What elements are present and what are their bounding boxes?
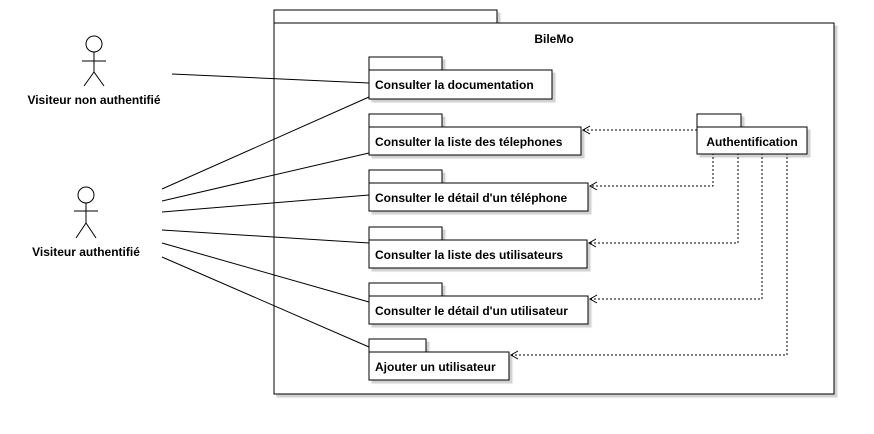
arrowhead <box>588 181 598 191</box>
auth-dependencies <box>511 129 788 356</box>
association-line <box>161 256 370 348</box>
package-ajouter-utilisateur: Ajouter un utilisateur <box>368 338 510 381</box>
package-label: Consulter la liste des télephones <box>375 135 563 149</box>
actor-authenticated <box>74 186 98 239</box>
system-title: BileMo <box>534 32 573 46</box>
association-line <box>171 73 370 84</box>
actor-label: Visiteur authentifié <box>32 245 140 259</box>
actor-label: Visiteur non authentifié <box>27 93 160 107</box>
actor-head <box>77 186 95 204</box>
dependency-line <box>590 153 714 187</box>
package-detail-utilisateur: Consulter le détail d'un utilisateur <box>368 282 589 325</box>
package-liste-utilisateurs: Consulter la liste des utilisateurs <box>368 226 588 269</box>
package-consulter-documentation: Consulter la documentation <box>368 56 553 100</box>
association-line <box>161 194 370 213</box>
actor-head <box>85 35 103 53</box>
arrowhead <box>588 294 598 304</box>
dependency-arrowheads <box>509 125 598 360</box>
package-label: Consulter le détail d'un utilisateur <box>375 304 568 318</box>
auth-label: Authentification <box>706 135 797 149</box>
arrowhead <box>587 238 597 248</box>
package-liste-telephones: Consulter la liste des télephones <box>368 113 582 156</box>
package-authentification: Authentification <box>696 113 808 155</box>
dependency-line <box>589 153 739 244</box>
package-detail-telephone: Consulter le détail d'un téléphone <box>368 169 589 212</box>
arrowhead <box>581 125 591 135</box>
package-label: Consulter la liste des utilisateurs <box>375 248 563 262</box>
package-label: Ajouter un utilisateur <box>375 360 496 374</box>
package-label: Consulter le détail d'un téléphone <box>375 191 568 205</box>
association-line <box>161 152 370 202</box>
association-line <box>161 96 370 190</box>
actor-unauthenticated <box>82 35 106 87</box>
package-label: Consulter la documentation <box>375 78 534 92</box>
arrowhead <box>509 350 519 360</box>
association-line <box>161 242 370 303</box>
associations <box>161 73 370 348</box>
dependency-line <box>590 153 763 300</box>
dependency-line <box>511 153 788 356</box>
association-line <box>161 229 370 244</box>
